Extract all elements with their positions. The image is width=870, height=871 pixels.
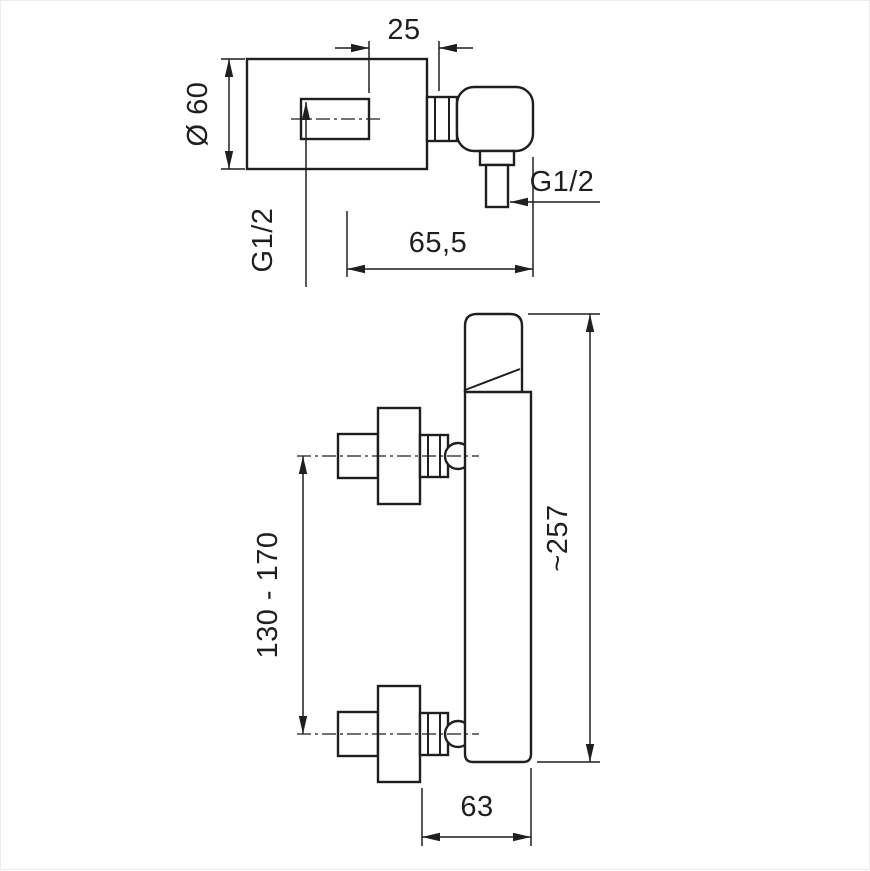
dimension-diameter: Ø 60 — [182, 58, 245, 170]
leader-thread-outlet: G1/2 — [510, 166, 600, 207]
dimension-inlet-spacing: 130 - 170 — [252, 456, 308, 734]
dim-label-depth-front: 63 — [460, 791, 493, 823]
dim-label-diameter: Ø 60 — [182, 82, 214, 147]
dimension-top-width: 25 — [335, 14, 473, 93]
leader-thread-inlet: G1/2 — [247, 102, 311, 287]
dimension-depth-front: 63 — [421, 768, 532, 846]
dimension-depth-side: 65,5 — [346, 157, 534, 277]
dimension-overall-height: ~257 — [528, 313, 600, 763]
label-thread-inlet: G1/2 — [247, 208, 279, 273]
side-hex-nut — [425, 95, 459, 143]
dim-label-overall-height: ~257 — [542, 504, 574, 571]
dim-label-top-width: 25 — [387, 14, 420, 46]
side-handle-knob — [455, 85, 535, 153]
side-outlet-pipe — [484, 163, 510, 209]
cap-transition-line — [464, 368, 521, 391]
side-view: 25 Ø 60 G1/2 G1/2 65,5 — [182, 14, 600, 287]
front-view: 130 - 170 ~257 63 — [252, 312, 600, 846]
front-body-column — [463, 390, 533, 764]
label-thread-outlet: G1/2 — [530, 166, 595, 198]
side-outlet-collar — [478, 149, 516, 167]
dim-label-depth-side: 65,5 — [409, 227, 467, 259]
dim-label-inlet-spacing: 130 - 170 — [252, 531, 284, 658]
front-top-cap — [463, 312, 524, 392]
